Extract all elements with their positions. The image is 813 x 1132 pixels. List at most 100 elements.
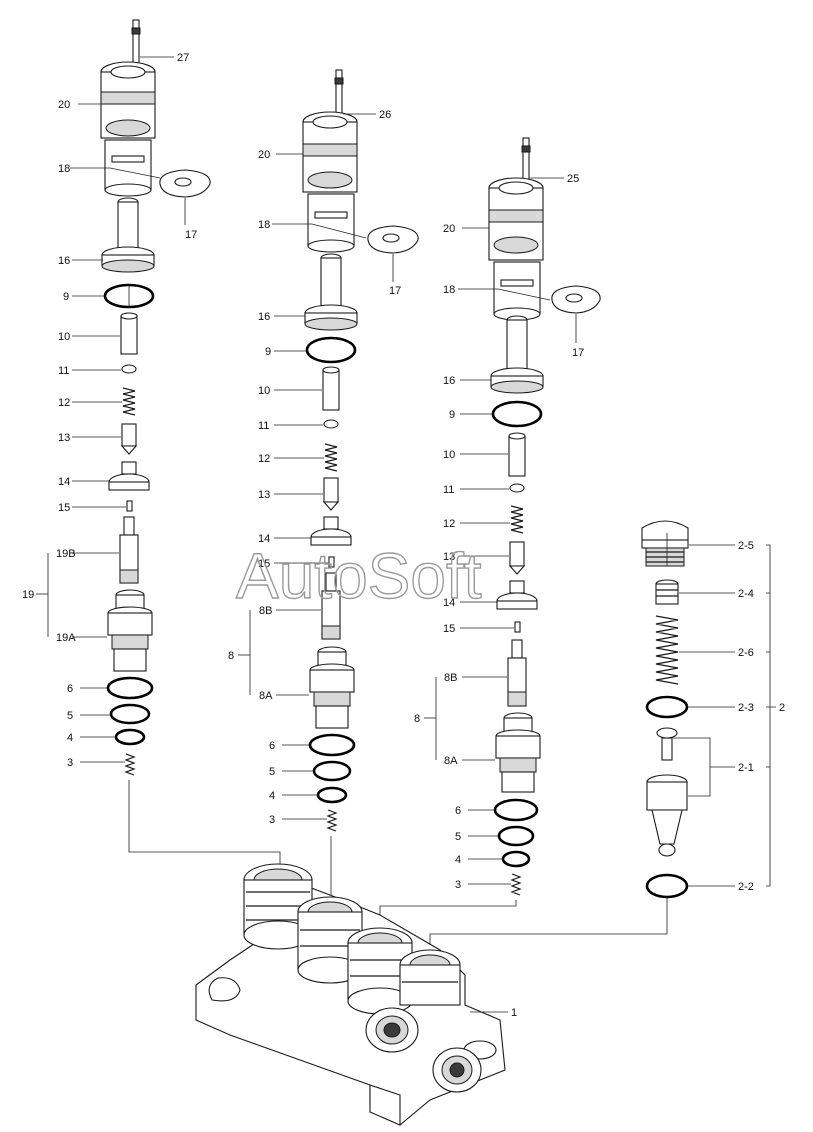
label-14: 14 [258,533,270,545]
label-8: 8 [228,650,234,662]
label-19B: 19B [56,548,76,560]
part-18-coil [307,193,355,253]
port-b [432,1047,482,1093]
label-1: 1 [511,1007,517,1019]
label-9: 9 [449,409,455,421]
label-17: 17 [572,347,584,359]
valve-assembly-right [379,137,601,930]
label-8A: 8A [444,755,458,767]
part-2-5-cap [641,520,689,567]
label-16: 16 [258,311,270,323]
label-10: 10 [58,331,70,343]
part-14-seatplate [496,580,538,610]
part-4-oring [316,786,348,804]
label-17: 17 [185,229,197,241]
port-a [365,1007,419,1053]
label-8B: 8B [259,605,272,617]
label-3: 3 [269,814,275,826]
part-16-sleeve [101,197,155,273]
label-12: 12 [58,397,70,409]
part-16-sleeve [490,315,544,394]
part-13-plunger [120,423,138,455]
part-4-oring [501,850,531,868]
part-2-4-retainer [655,579,679,605]
label-9: 9 [63,291,69,303]
part-1-valve-body [195,863,506,1126]
part-20-housing [100,61,156,139]
label-13: 13 [58,432,70,444]
label-16: 16 [443,375,455,387]
part-15-pin [514,621,521,633]
bore-4 [399,949,461,1006]
label-13: 13 [258,489,270,501]
part-15-pin [328,556,335,568]
part-11-seat [121,364,137,374]
part-3-spring [326,809,338,832]
label-10: 10 [443,449,455,461]
label-3: 3 [67,757,73,769]
part-2-2-oring [645,873,689,899]
label-17: 17 [389,285,401,297]
part-20-housing [302,111,358,193]
label-3: 3 [455,879,461,891]
label-11: 11 [443,484,454,496]
part-19A-body [107,589,153,672]
label-2-3: 2-3 [738,702,754,714]
part-17-washer [367,225,419,254]
label-8: 8 [414,713,420,725]
label-26: 26 [379,109,391,121]
valve-assembly-left [100,19,281,870]
label-18: 18 [258,219,270,231]
label-2-2: 2-2 [738,881,754,893]
part-14-seatplate [108,461,150,491]
part-10-tube [508,432,526,477]
label-6: 6 [67,683,73,695]
label-2-4: 2-4 [738,588,754,600]
part-15-pin [126,500,133,512]
part-6-oring [308,733,356,757]
part-labels: 27 20 18 17 16 9 10 11 12 13 14 15 19B 1… [22,52,785,1019]
label-4: 4 [67,732,73,744]
part-8B-spool [321,572,341,640]
part-9-oring [305,336,357,364]
part-9-oring [491,400,543,428]
label-4: 4 [455,854,461,866]
part-2-6-spring [655,615,679,685]
part-18-coil [493,261,541,321]
label-4: 4 [269,790,275,802]
label-2-1: 2-1 [738,762,754,774]
label-2: 2 [779,702,785,714]
valve-assembly-middle [302,69,419,900]
label-14: 14 [58,476,70,488]
label-9: 9 [265,346,271,358]
part-20-housing [488,177,544,261]
part-11-seat [509,483,525,493]
label-2-6: 2-6 [738,647,754,659]
label-27: 27 [177,52,189,64]
label-8A: 8A [259,690,273,702]
label-19: 19 [22,589,34,601]
label-6: 6 [455,805,461,817]
part-12-spring [324,443,338,472]
label-6: 6 [269,740,275,752]
part-14-seatplate [310,516,352,546]
label-8B: 8B [444,672,457,684]
part-6-oring [106,676,154,700]
part-8A-body [495,712,541,793]
part-8B-spool [507,639,527,707]
label-25: 25 [567,173,579,185]
label-19A: 19A [56,632,76,644]
part-5-oring [109,703,151,725]
part-10-tube [322,366,340,411]
label-5: 5 [455,831,461,843]
part-3-spring [510,873,522,896]
label-13: 13 [443,551,455,563]
label-12: 12 [258,453,270,465]
leader-lines [36,56,776,1013]
part-2-1-poppet [646,727,688,857]
relief-valve-assembly [429,520,689,960]
label-11: 11 [58,365,69,377]
label-16: 16 [58,255,70,267]
label-5: 5 [67,710,73,722]
